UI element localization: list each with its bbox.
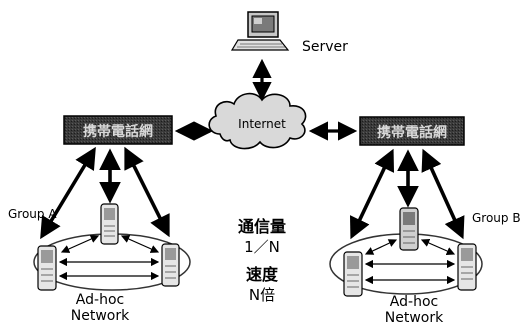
left-carrier-phone1-arrow xyxy=(40,146,96,240)
phone-icon xyxy=(399,207,419,251)
phone-icon xyxy=(100,203,119,245)
carrier-right-label: 携帯電話網 xyxy=(377,124,447,141)
group-a-network-label-line1: Ad-hoc xyxy=(76,292,124,308)
phone-icon xyxy=(37,245,57,291)
left-carrier-phone3-arrow xyxy=(124,146,170,238)
cloud-icon xyxy=(208,92,307,150)
phone-icon xyxy=(343,251,363,297)
carrier-network-left: 携帯電話網 xyxy=(63,115,173,145)
left-adhoc-arrow xyxy=(60,235,100,253)
group-b-network-label-line2: Network xyxy=(385,310,444,326)
traffic-value: 1／N xyxy=(244,238,280,256)
internet-label: Internet xyxy=(238,117,286,131)
right-adhoc-arrow xyxy=(420,239,456,255)
group-b-network-label-line1: Ad-hoc xyxy=(390,294,438,310)
carrier-network-right: 携帯電話網 xyxy=(359,116,465,146)
group-a-network-label-line2: Network xyxy=(71,308,130,324)
phone-icon xyxy=(457,243,477,291)
right-carrier-phone1-arrow xyxy=(349,148,395,240)
speed-value: N倍 xyxy=(249,286,275,304)
server-label: Server xyxy=(302,39,348,55)
left-adhoc-arrow xyxy=(120,235,160,253)
traffic-label: 通信量 xyxy=(238,217,286,236)
group-a-label: Group A xyxy=(8,207,57,221)
phone-icon xyxy=(161,243,180,287)
right-carrier-phone3-arrow xyxy=(421,148,465,240)
carrier-left-label: 携帯電話網 xyxy=(83,123,153,140)
right-adhoc-arrow xyxy=(364,239,398,255)
group-b-label: Group B xyxy=(472,211,521,225)
computer-icon xyxy=(230,11,290,51)
speed-label: 速度 xyxy=(246,265,279,284)
